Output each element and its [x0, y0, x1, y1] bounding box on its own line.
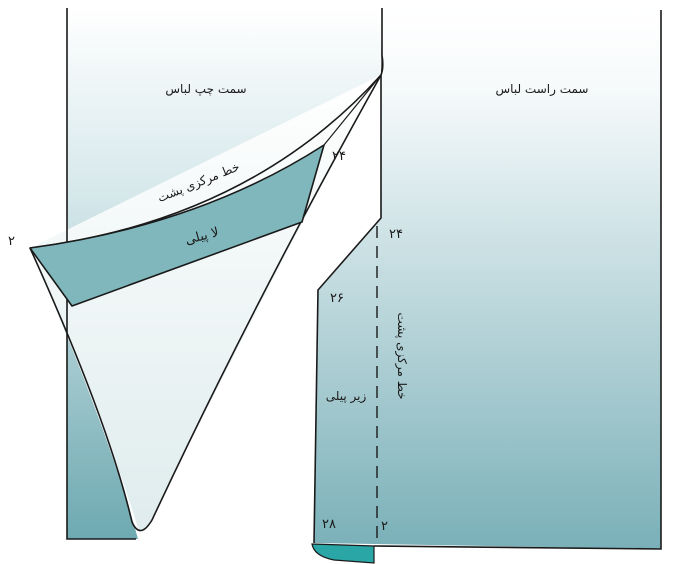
label-zir-pili: زیر پیلی	[326, 389, 367, 404]
label-right-side: سمت راست لباس	[496, 82, 589, 97]
pleat-top	[29, 144, 325, 307]
right-panel	[314, 8, 661, 549]
number-2-left: ۲	[8, 234, 15, 249]
label-left-side: سمت چپ لباس	[165, 82, 246, 97]
number-26: ۲۶	[330, 291, 344, 306]
number-28: ۲۸	[322, 517, 336, 532]
fold-flap-outer-edge	[29, 74, 382, 532]
hem-flap	[311, 543, 375, 564]
number-2-right: ۲	[381, 519, 388, 534]
left-panel-right-edge	[380, 8, 384, 76]
left-panel-outline	[66, 8, 136, 540]
right-panel-bottom-edge	[373, 10, 662, 550]
number-24-right: ۲۴	[389, 227, 403, 242]
right-panel-left-edge	[313, 8, 382, 544]
label-center-back-vertical: خط مرکزی پشت	[394, 312, 409, 399]
fold-diagonal	[323, 74, 382, 146]
number-24-left: ۲۴	[332, 149, 346, 164]
